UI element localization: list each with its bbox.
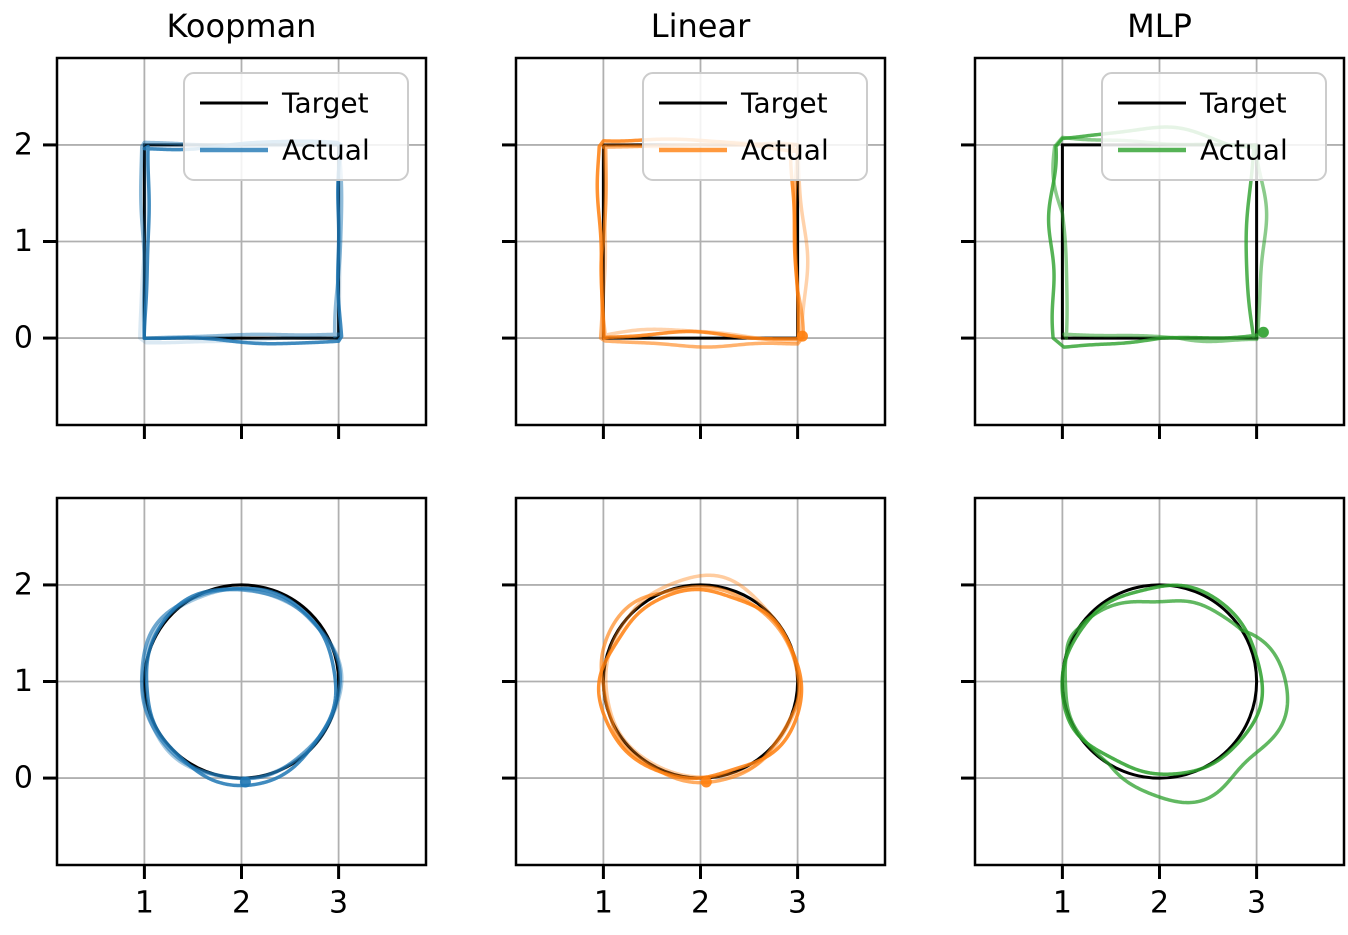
legend-label: Target [281, 87, 369, 120]
legend-box [1101, 72, 1327, 181]
subplot-mlp-circle: 1 2 3 [961, 496, 1346, 921]
x-tick-label: 2 [232, 886, 251, 921]
legend-label: Target [1199, 87, 1287, 120]
actual-path [1046, 125, 1259, 349]
legend-label: Actual [1200, 134, 1288, 167]
y-tick-label: 2 [14, 127, 33, 162]
legend-label: Target [740, 87, 828, 120]
y-tick-label: 1 [14, 224, 33, 259]
legend-label: Actual [741, 134, 829, 167]
data-layer [139, 583, 344, 788]
actual-path [144, 586, 338, 788]
legend-box [642, 72, 868, 181]
x-tick-label: 1 [594, 886, 613, 921]
x-tick-label: 1 [1053, 886, 1072, 921]
x-tick-label: 2 [1150, 886, 1169, 921]
x-tick-label: 1 [135, 886, 154, 921]
data-layer [1060, 583, 1290, 805]
trajectory-start-marker [796, 330, 808, 342]
subplot-title-koopman: Koopman [166, 7, 317, 45]
trajectory-start-marker [700, 776, 712, 788]
subplot-koopman-circle: 1 2 3 0 1 2 [14, 496, 428, 921]
x-tick-label: 2 [691, 886, 710, 921]
legend-box [183, 72, 409, 181]
legend-label: Actual [282, 134, 370, 167]
actual-path [1063, 599, 1290, 805]
actual-path [599, 585, 802, 785]
y-tick-label: 0 [14, 761, 33, 796]
actual-path [596, 587, 804, 781]
y-tick-label: 1 [14, 664, 33, 699]
actual-path [142, 139, 344, 346]
data-layer [138, 139, 344, 346]
actual-path [595, 137, 801, 341]
subplot-title-linear: Linear [650, 7, 751, 45]
actual-path [601, 140, 810, 344]
subplot-linear-circle: 1 2 3 [502, 496, 887, 921]
data-layer [596, 573, 804, 788]
x-tick-label: 3 [329, 886, 348, 921]
actual-path [138, 140, 344, 340]
y-tick-label: 0 [14, 321, 33, 356]
actual-path [1060, 583, 1265, 776]
y-tick-label: 2 [14, 567, 33, 602]
trajectory-start-marker [1257, 326, 1269, 338]
x-tick-label: 3 [788, 886, 807, 921]
x-tick-label: 3 [1247, 886, 1266, 921]
trajectory-start-marker [239, 776, 251, 788]
subplot-title-mlp: MLP [1127, 7, 1192, 45]
